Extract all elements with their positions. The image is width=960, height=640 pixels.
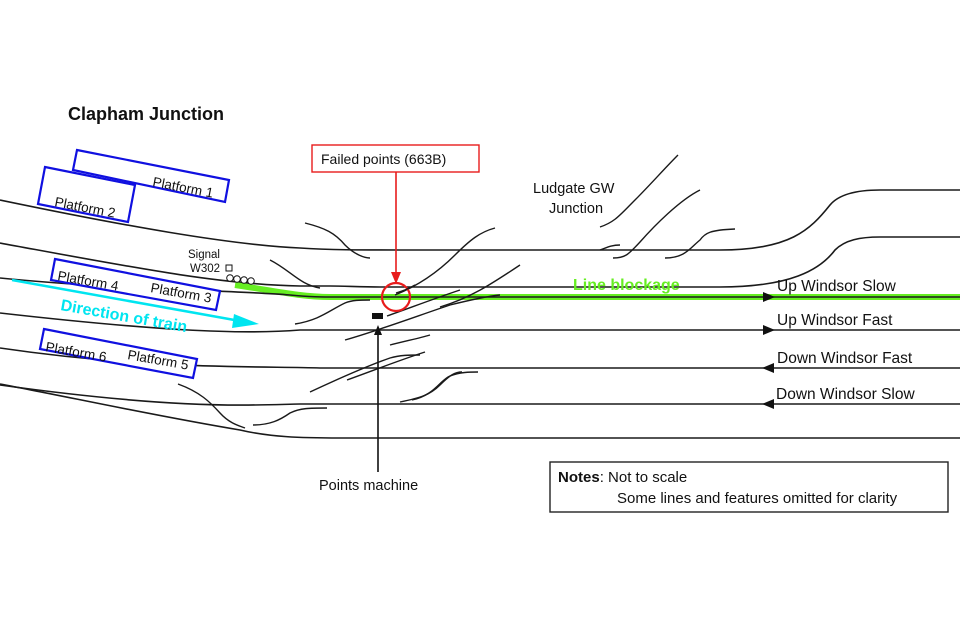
track-a	[0, 189, 960, 251]
track-up-windsor-fast	[0, 312, 960, 333]
points-machine: Points machine	[319, 313, 418, 494]
signal-label-line2: W302	[190, 263, 220, 275]
signal-aspect-icon	[226, 274, 234, 282]
line-name-up-windsor-slow: Up Windsor Slow	[777, 278, 897, 295]
junction-label-line2: Junction	[549, 201, 603, 217]
crossover	[439, 264, 521, 308]
crossover	[177, 383, 246, 429]
arrow-right-icon	[763, 292, 775, 302]
signal-label-line1: Signal	[188, 249, 220, 261]
junction-label-line1: Ludgate GW	[533, 181, 615, 197]
track-down-windsor-fast	[0, 347, 960, 369]
failed-points-circle	[380, 281, 412, 313]
direction-arrow-icon	[232, 314, 259, 328]
crossover	[411, 371, 479, 401]
crossover	[252, 407, 328, 426]
track-g	[0, 383, 960, 439]
crossover	[346, 351, 426, 381]
line-name-up-windsor-fast: Up Windsor Fast	[777, 312, 893, 329]
failed-points-arrow-icon	[391, 272, 401, 284]
signal-aspect-icon	[240, 276, 248, 284]
points-machine-arrow-icon	[374, 325, 382, 335]
junction-line	[599, 244, 621, 251]
crossover	[304, 222, 371, 259]
notes-line2: Some lines and features omitted for clar…	[617, 490, 898, 507]
signal-head-icon	[225, 264, 233, 272]
crossover	[269, 259, 321, 289]
line-name-down-windsor-slow: Down Windsor Slow	[776, 386, 915, 403]
failed-points-box	[311, 144, 480, 173]
line-blockage-label: Line blockage	[573, 277, 680, 294]
crossover	[394, 227, 496, 296]
failed-points-label: Failed points (663B)	[321, 151, 446, 167]
junction-line	[599, 154, 679, 228]
failed-points-callout: Failed points (663B)	[311, 144, 480, 313]
signal-aspect-icon	[247, 277, 255, 285]
arrow-left-icon	[762, 399, 774, 409]
line-name-down-windsor-fast: Down Windsor Fast	[777, 350, 913, 367]
direction-label: Direction of train	[59, 297, 188, 336]
failed-points-switch-blade	[395, 284, 416, 294]
platform-5-6: Platform 6 Platform 5	[38, 327, 199, 380]
crossover	[386, 289, 461, 317]
junction-line	[664, 228, 736, 259]
track-b	[0, 236, 960, 288]
direction-arrow-line	[11, 278, 241, 323]
points-machine-label: Points machine	[319, 478, 418, 494]
arrow-left-icon	[762, 363, 774, 373]
notes-box: Notes: Not to scale Some lines and featu…	[549, 461, 949, 513]
diagram-title: Clapham Junction	[68, 104, 224, 124]
junction-line	[612, 189, 701, 259]
crossover	[309, 354, 421, 393]
signal-aspect-icon	[233, 275, 241, 283]
crossover	[399, 371, 463, 403]
arrow-right-icon	[763, 325, 775, 335]
points-machine-icon	[372, 313, 383, 319]
track-down-windsor-slow	[0, 384, 960, 406]
notes-heading: Notes	[558, 469, 600, 486]
svg-text:Notes: Not to scale: Notes: Not to scale	[558, 469, 687, 486]
signal-w302: Signal W302	[188, 249, 255, 285]
crossover	[344, 294, 501, 341]
notes-line1: : Not to scale	[600, 469, 688, 486]
crossover	[294, 299, 371, 325]
crossover	[389, 334, 431, 346]
